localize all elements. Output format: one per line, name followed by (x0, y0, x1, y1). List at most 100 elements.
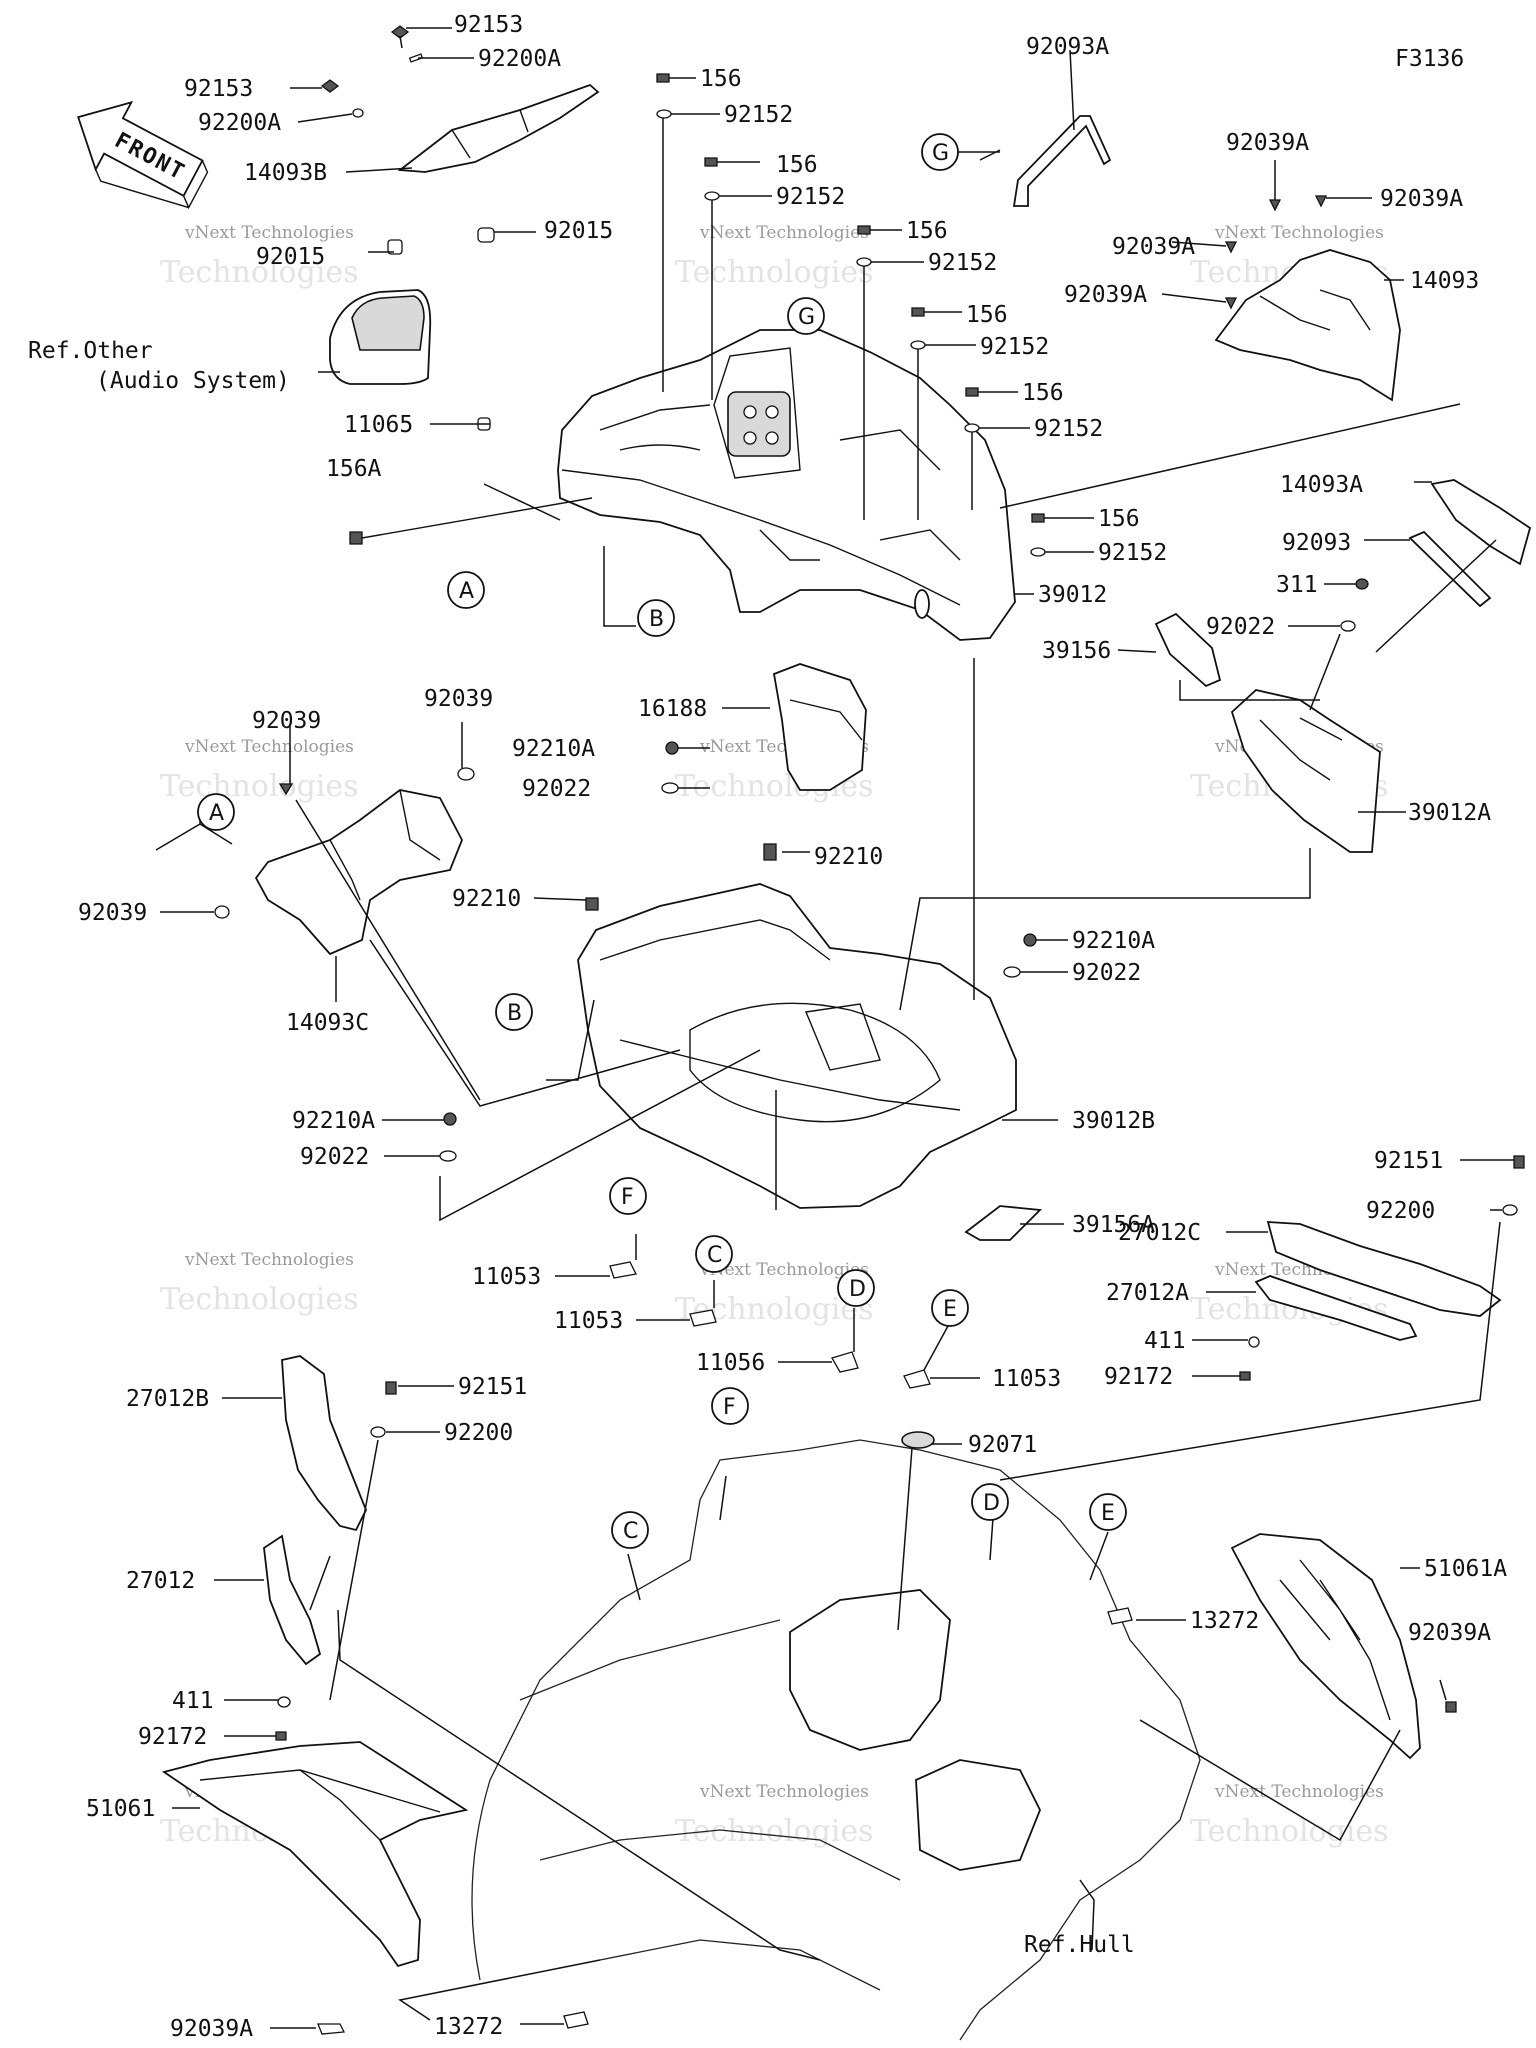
nut-icon (1023, 933, 1037, 947)
label-411: 411 (172, 1688, 214, 1714)
label-92153: 92153 (184, 76, 253, 102)
callout-B: B (637, 599, 675, 637)
watermark-text: Technologies (1190, 1814, 1389, 1849)
label-311: 311 (1276, 572, 1318, 598)
part-14093B (397, 83, 600, 173)
screw-shaft (399, 35, 403, 49)
label-13272: 13272 (434, 2014, 503, 2040)
part-92093A-handle (1012, 115, 1112, 207)
label-13272: 13272 (1190, 1608, 1259, 1634)
label-14093C: 14093C (286, 1010, 369, 1036)
label-92151: 92151 (458, 1374, 527, 1400)
fastener-13272-icon (1107, 1607, 1133, 1625)
part-39012-panel (727, 391, 791, 457)
leader-line (1069, 49, 1075, 131)
callout-C: C (611, 1511, 649, 1549)
part-14093A-group (1154, 479, 1532, 853)
washer-icon (1502, 1204, 1518, 1216)
callout-circle (921, 133, 959, 171)
label-92172: 92172 (1104, 1364, 1173, 1390)
callout-circle (609, 1177, 647, 1215)
callout-letter: E (1101, 1501, 1115, 1526)
label-92210A: 92210A (1072, 928, 1155, 954)
part-14093C-group (214, 767, 475, 956)
hole-icon (765, 405, 779, 419)
label-92200: 92200 (1366, 1198, 1435, 1224)
label-92039A: 92039A (1064, 282, 1147, 308)
callout-circle (695, 1235, 733, 1273)
watermark-text: vNext Technologies (184, 223, 354, 243)
washer-icon (656, 109, 672, 119)
label-156A: 156A (326, 456, 382, 482)
leader-line (899, 848, 1311, 1011)
ref-audio-system-line1: Ref.Other (28, 338, 153, 364)
fastener-13272-icon (563, 2011, 589, 2029)
callout-B: B (495, 993, 533, 1031)
callout-letter: B (507, 1001, 522, 1026)
part-51061A-mesh (1279, 1559, 1391, 1721)
callout-F: F (711, 1387, 749, 1425)
leader-line (337, 1609, 821, 1961)
callout-letter: F (621, 1185, 634, 1210)
label-92093A: 92093A (1026, 34, 1109, 60)
hull-opening (915, 1759, 1041, 1871)
watermark-text: vNext Technologies (184, 737, 354, 757)
callout-A: A (197, 793, 235, 831)
diagram-code: F3136 (1395, 46, 1464, 72)
part-39012A (1230, 689, 1381, 853)
part-92093 (1408, 530, 1492, 608)
label-92039A: 92039A (1408, 1620, 1491, 1646)
callout-letter: A (459, 579, 474, 604)
screw-icon (1224, 297, 1238, 310)
part-14093A (1430, 479, 1532, 566)
leader-line (627, 1553, 641, 1601)
label-92210A: 92210A (292, 1108, 375, 1134)
washer-icon (439, 1150, 457, 1162)
leader-line (1139, 1719, 1401, 1842)
label-92039A: 92039A (170, 2016, 253, 2042)
label-92152: 92152 (1098, 540, 1167, 566)
callout-circle (837, 1269, 875, 1307)
bolt-icon (1031, 513, 1045, 523)
callout-letter: G (932, 141, 949, 166)
grommet-icon (408, 53, 424, 63)
grommet-icon (352, 108, 364, 118)
part-39012 (557, 329, 1016, 641)
part-39012-detail (561, 347, 961, 606)
label-11053: 11053 (554, 1308, 623, 1334)
part-51061 (161, 1741, 469, 1968)
leader-line (483, 483, 561, 521)
washer-icon (1030, 547, 1046, 557)
label-27012: 27012 (126, 1568, 195, 1594)
screw-icon (278, 783, 294, 796)
fasteners-group (609, 1261, 931, 1389)
label-92039A: 92039A (1226, 130, 1309, 156)
label-39012: 39012 (1038, 582, 1107, 608)
callout-circle (1089, 1493, 1127, 1531)
leader-line (1309, 633, 1341, 711)
hull-hatch (789, 1589, 951, 1751)
label-92200A: 92200A (198, 110, 281, 136)
ref-hull: Ref.Hull (1024, 1932, 1135, 1958)
label-92039: 92039 (424, 686, 493, 712)
hole-icon (743, 431, 757, 445)
part-14093B-detail (451, 109, 529, 159)
screw-92039A-icon (317, 2023, 346, 2035)
label-92039A: 92039A (1380, 186, 1463, 212)
label-92093: 92093 (1282, 530, 1351, 556)
part-51061A (1230, 1533, 1421, 1760)
fastener-11056-icon (831, 1351, 859, 1373)
leader-line (999, 403, 1461, 509)
bolt-156A-line (361, 497, 593, 539)
washer-icon (1340, 620, 1356, 632)
label-51061: 51061 (86, 1796, 155, 1822)
part-51061-detail (199, 1769, 441, 1841)
part-14093C (254, 789, 463, 956)
label-156: 156 (700, 66, 742, 92)
part-39012-group (349, 329, 1016, 641)
bolt-icon (911, 307, 925, 317)
label-92152: 92152 (724, 102, 793, 128)
